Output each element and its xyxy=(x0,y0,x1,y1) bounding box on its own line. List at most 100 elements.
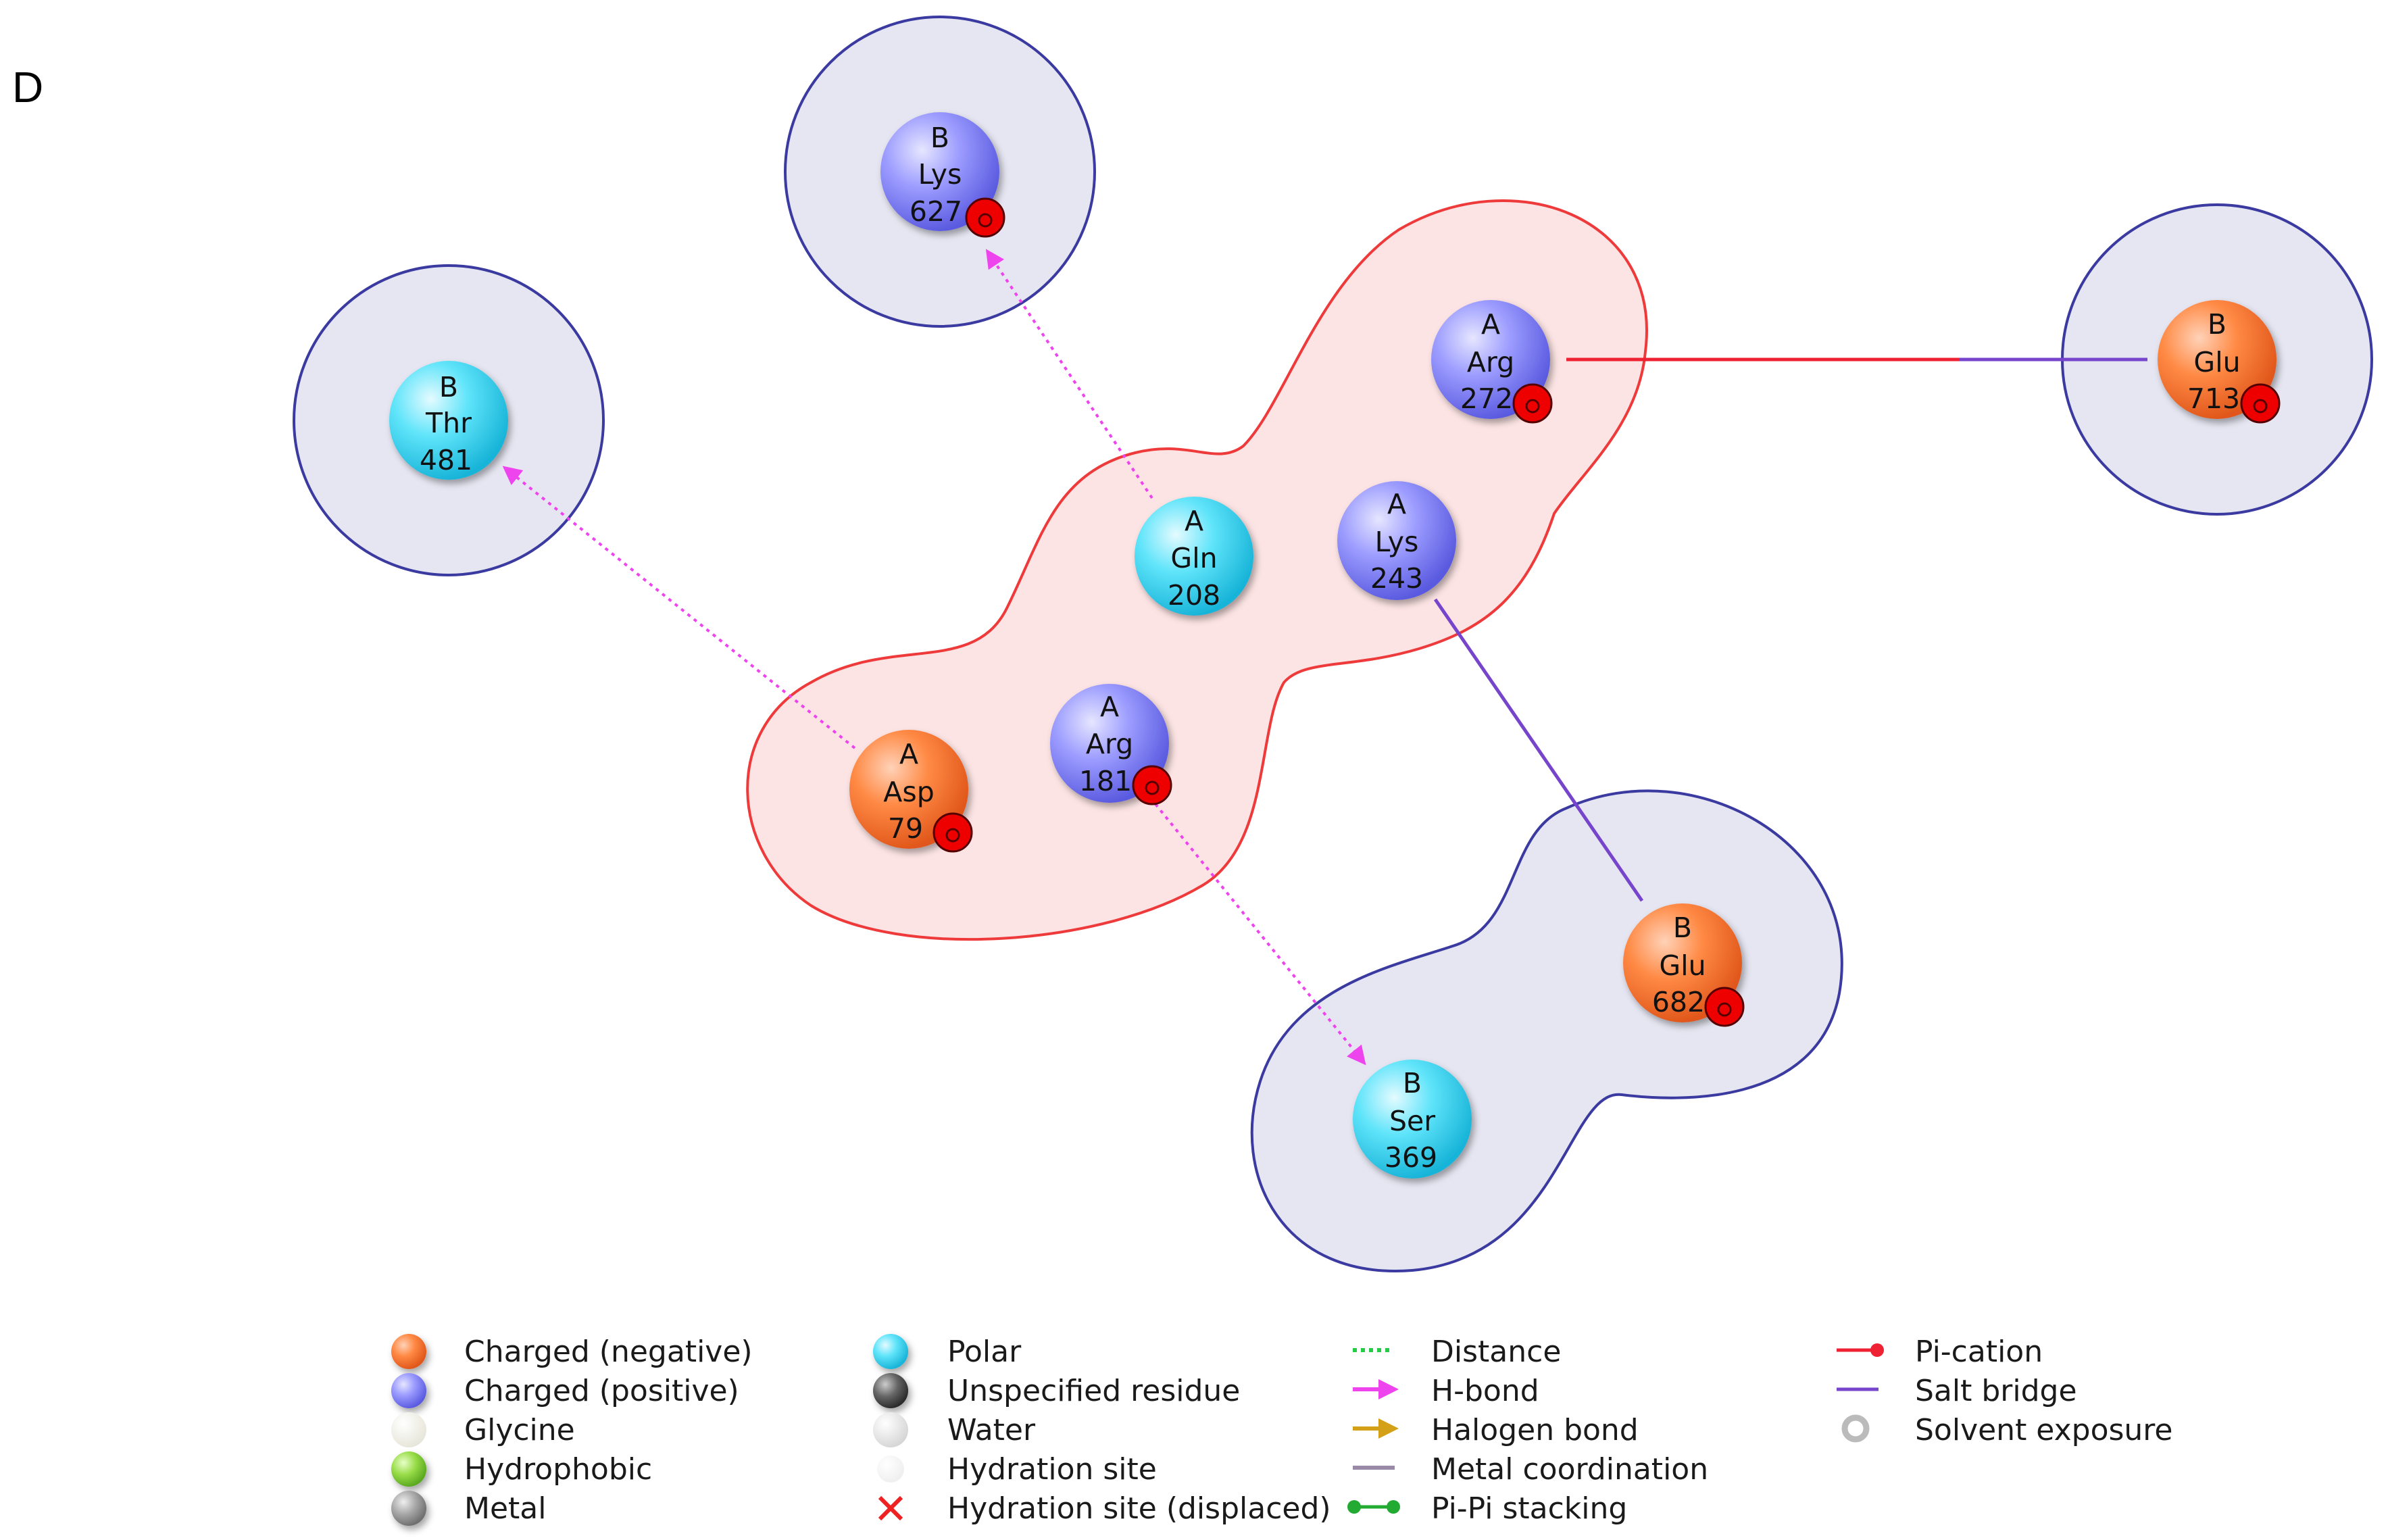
gray-ball-icon xyxy=(391,1491,426,1526)
legend-item-hydration-site: Hydration site xyxy=(877,1452,1157,1487)
legend-label: Polar xyxy=(947,1335,1022,1369)
legend-item-polar: Polar xyxy=(873,1334,1022,1369)
residue-name: Thr xyxy=(425,407,472,439)
residue-b-glu-713[interactable]: B Glu 713 xyxy=(2158,300,2281,424)
residue-number: 713 xyxy=(2187,382,2240,415)
blue-ball-icon xyxy=(391,1373,426,1408)
legend-label: Solvent exposure xyxy=(1915,1413,2173,1447)
legend-item-distance: Distance xyxy=(1353,1335,1561,1369)
legend-label: Distance xyxy=(1431,1335,1561,1369)
solvent-exposure-badge-icon xyxy=(1512,383,1553,424)
residue-name: Arg xyxy=(1467,346,1514,378)
dark-ball-icon xyxy=(873,1373,908,1408)
region-b-glu-682-ser-369 xyxy=(1250,789,1843,1273)
legend-item-glycine: Glycine xyxy=(391,1412,575,1447)
residue-number: 243 xyxy=(1370,562,1423,595)
legend-item-charged-negative: Charged (negative) xyxy=(391,1334,753,1369)
red-cross-icon xyxy=(878,1495,903,1521)
residue-number: 682 xyxy=(1652,986,1705,1018)
solvent-exposure-badge-icon xyxy=(965,197,1005,238)
solvent-exposure-badge-icon xyxy=(932,812,973,853)
residue-chain: A xyxy=(1387,488,1406,520)
panel-label: D xyxy=(12,63,44,111)
residue-number: 272 xyxy=(1460,382,1513,415)
residue-chain: B xyxy=(1673,912,1692,944)
legend-item-metal-coordination: Metal coordination xyxy=(1353,1452,1708,1487)
legend-item-solvent-exposure: Solvent exposure xyxy=(1841,1413,2173,1447)
legend-item-unspecified: Unspecified residue xyxy=(873,1373,1240,1408)
residue-name: Glu xyxy=(2193,346,2240,378)
residue-chain: B xyxy=(2208,308,2227,341)
legend-label: Hydration site xyxy=(947,1452,1157,1487)
light-ball-icon xyxy=(873,1412,908,1447)
legend-item-salt-bridge: Salt bridge xyxy=(1837,1374,2077,1408)
solvent-exposure-badge-icon xyxy=(1704,987,1745,1027)
residue-number: 481 xyxy=(420,444,472,476)
residue-b-lys-627[interactable]: B Lys 627 xyxy=(880,112,1005,238)
legend-item-charged-positive: Charged (positive) xyxy=(391,1373,739,1408)
residue-chain: A xyxy=(1185,505,1203,537)
cyan-ball-icon xyxy=(873,1334,908,1369)
residue-a-arg-272[interactable]: A Arg 272 xyxy=(1431,300,1553,424)
legend-label: Charged (positive) xyxy=(464,1374,739,1408)
residue-a-arg-181[interactable]: A Arg 181 xyxy=(1050,684,1172,805)
legend-item-pi-cation: Pi-cation xyxy=(1837,1335,2043,1369)
residues: B Lys 627 B Thr 481 A Arg 272 xyxy=(389,112,2281,1178)
legend-label: Unspecified residue xyxy=(947,1374,1240,1408)
residue-b-thr-481[interactable]: B Thr 481 xyxy=(389,361,508,480)
legend-item-metal: Metal xyxy=(391,1491,546,1526)
red-pin-icon xyxy=(1837,1343,1884,1357)
legend-label: Metal coordination xyxy=(1431,1452,1708,1487)
residue-number: 627 xyxy=(910,195,962,228)
hydration-site-icon xyxy=(877,1456,904,1483)
legend-label: Halogen bond xyxy=(1431,1413,1639,1447)
hbond-asp79-thr481 xyxy=(502,466,856,749)
residue-name: Asp xyxy=(883,776,934,808)
legend-label: Metal xyxy=(464,1491,546,1526)
residue-name: Gln xyxy=(1170,542,1217,574)
legend: Charged (negative) Charged (positive) Gl… xyxy=(391,1334,2173,1526)
legend-label: Charged (negative) xyxy=(464,1335,753,1369)
legend-item-hbond: H-bond xyxy=(1353,1374,1539,1408)
solvent-exposure-badge-icon xyxy=(2240,383,2281,424)
residue-chain: B xyxy=(930,122,949,154)
residue-number: 79 xyxy=(888,812,923,845)
hbond-gln208-lys627 xyxy=(985,249,1153,499)
residue-chain: A xyxy=(1481,308,1500,341)
halo-ring-icon xyxy=(1841,1414,1870,1443)
residue-name: Ser xyxy=(1389,1105,1435,1137)
legend-item-hydration-site-displaced: Hydration site (displaced) xyxy=(878,1491,1331,1526)
residue-a-asp-79[interactable]: A Asp 79 xyxy=(849,730,973,853)
interactions xyxy=(502,249,2147,1066)
residue-chain: B xyxy=(1403,1067,1422,1099)
orange-ball-icon xyxy=(391,1334,426,1369)
residue-b-glu-682[interactable]: B Glu 682 xyxy=(1623,903,1745,1027)
legend-label: Salt bridge xyxy=(1915,1374,2077,1408)
residue-name: Glu xyxy=(1659,949,1706,982)
legend-label: Glycine xyxy=(464,1413,575,1447)
legend-item-water: Water xyxy=(873,1412,1036,1447)
legend-label: Hydration site (displaced) xyxy=(947,1491,1331,1526)
solvent-exposure-badge-icon xyxy=(1132,765,1172,805)
green-dumbbell-icon xyxy=(1347,1500,1400,1514)
hbond-arg181-ser369 xyxy=(1154,803,1366,1066)
residue-number: 181 xyxy=(1079,765,1132,797)
residue-b-ser-369[interactable]: B Ser 369 xyxy=(1353,1060,1472,1178)
residue-chain: A xyxy=(899,738,918,770)
residue-name: Lys xyxy=(918,158,962,191)
residue-a-gln-208[interactable]: A Gln 208 xyxy=(1135,497,1253,616)
residue-chain: B xyxy=(439,371,458,403)
glycine-ball-icon xyxy=(391,1412,426,1447)
green-ball-icon xyxy=(391,1451,426,1487)
residue-number: 369 xyxy=(1385,1141,1437,1174)
residue-name: Lys xyxy=(1375,526,1419,558)
residue-a-lys-243[interactable]: A Lys 243 xyxy=(1337,481,1456,600)
legend-item-hydrophobic: Hydrophobic xyxy=(391,1451,652,1487)
salt-bridge-lys243-glu682 xyxy=(1433,598,1644,902)
legend-label: H-bond xyxy=(1431,1374,1539,1408)
legend-label: Pi-Pi stacking xyxy=(1431,1491,1627,1526)
legend-item-pi-pi-stacking: Pi-Pi stacking xyxy=(1347,1491,1627,1526)
legend-label: Water xyxy=(947,1413,1036,1447)
legend-item-halogen-bond: Halogen bond xyxy=(1353,1413,1639,1447)
